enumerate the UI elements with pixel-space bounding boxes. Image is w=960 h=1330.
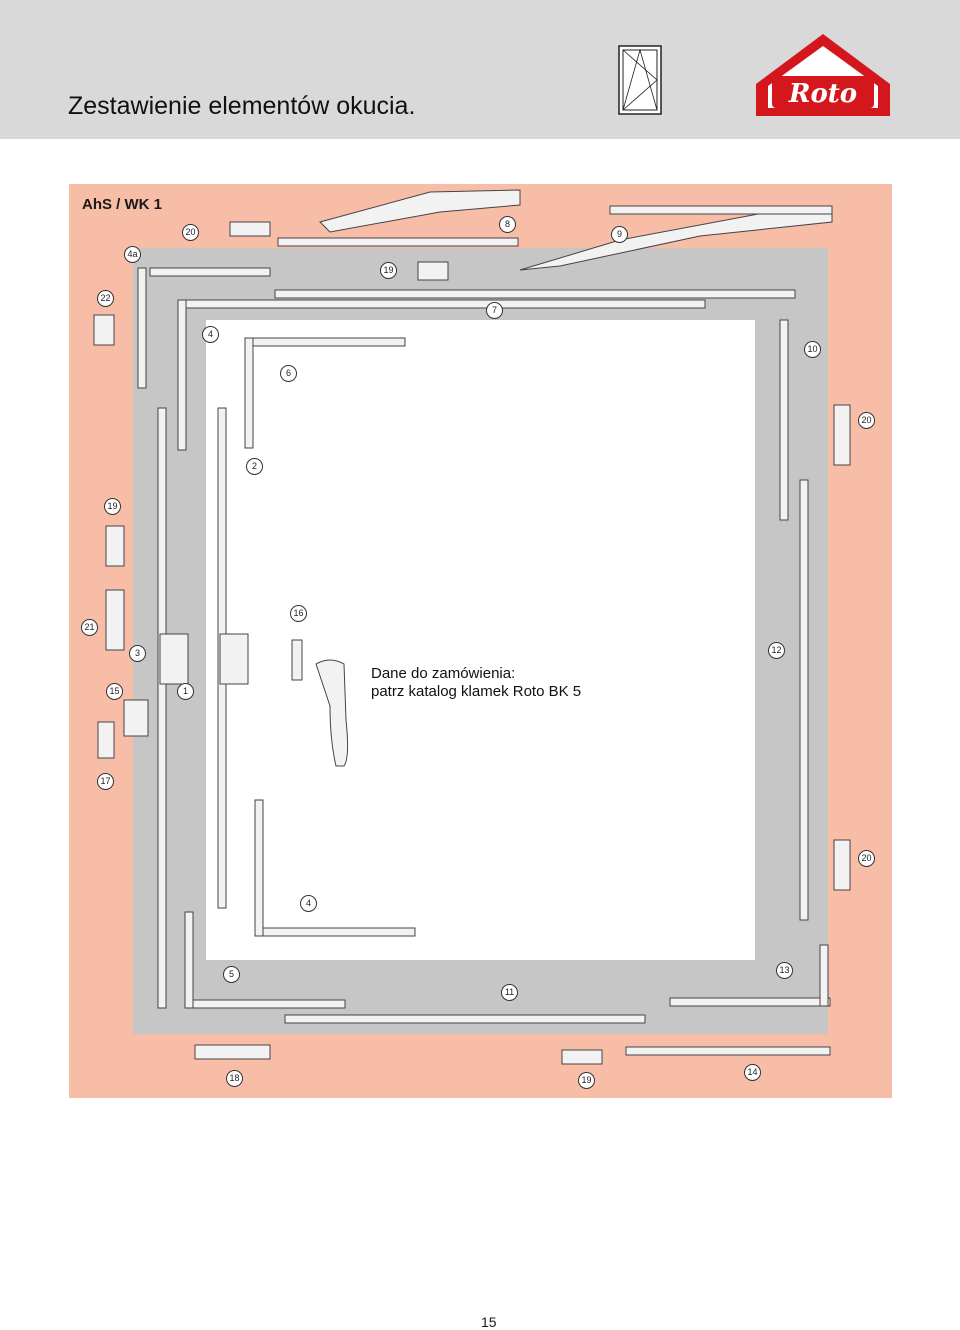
callout-6: 6 xyxy=(280,365,297,382)
page-title: Zestawienie elementów okucia. xyxy=(68,92,416,120)
callout-4a: 4a xyxy=(124,246,141,263)
callout-4: 4 xyxy=(202,326,219,343)
tilt-turn-window-icon xyxy=(618,45,662,115)
callout-19: 19 xyxy=(380,262,397,279)
callout-1: 1 xyxy=(177,683,194,700)
callout-11: 11 xyxy=(501,984,518,1001)
callout-12: 12 xyxy=(768,642,785,659)
callout-18: 18 xyxy=(226,1070,243,1087)
callout-8: 8 xyxy=(499,216,516,233)
roto-logo: Roto xyxy=(756,34,890,116)
callout-5: 5 xyxy=(223,966,240,983)
callout-17: 17 xyxy=(97,773,114,790)
page-number: 15 xyxy=(481,1314,497,1330)
callout-2: 2 xyxy=(246,458,263,475)
callout-13: 13 xyxy=(776,962,793,979)
callout-15: 15 xyxy=(106,683,123,700)
order-note-line2: patrz katalog klamek Roto BK 5 xyxy=(371,683,582,700)
sash-glass-area xyxy=(206,320,755,960)
callout-10: 10 xyxy=(804,341,821,358)
callout-4: 4 xyxy=(300,895,317,912)
callout-19: 19 xyxy=(578,1072,595,1089)
callout-22: 22 xyxy=(97,290,114,307)
callout-19: 19 xyxy=(104,498,121,515)
callout-14: 14 xyxy=(744,1064,761,1081)
callout-9: 9 xyxy=(611,226,628,243)
callout-20: 20 xyxy=(858,850,875,867)
order-note: Dane do zamówienia: patrz katalog klamek… xyxy=(371,665,581,701)
order-note-line1: Dane do zamówienia: xyxy=(371,665,516,682)
svg-text:Roto: Roto xyxy=(788,79,857,109)
callout-20: 20 xyxy=(182,224,199,241)
callout-7: 7 xyxy=(486,302,503,319)
system-label: AhS / WK 1 xyxy=(82,196,163,213)
callout-21: 21 xyxy=(81,619,98,636)
callout-3: 3 xyxy=(129,645,146,662)
callout-20: 20 xyxy=(858,412,875,429)
callout-16: 16 xyxy=(290,605,307,622)
